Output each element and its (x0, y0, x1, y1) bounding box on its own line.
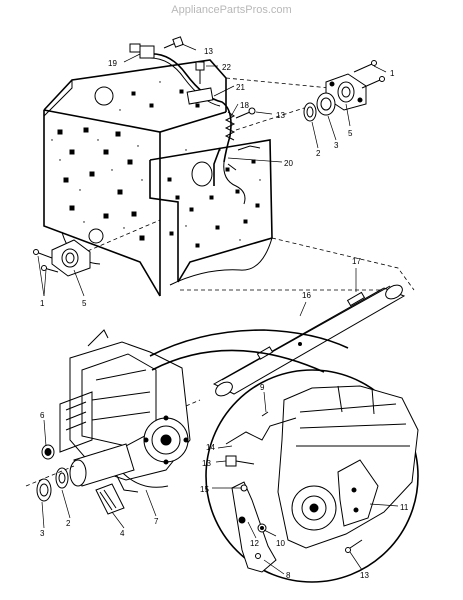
bolt-22 (195, 61, 205, 84)
callout-9: 9 (260, 383, 265, 392)
assembly-guides-lower (25, 399, 201, 487)
callout-3-top: 3 (334, 141, 339, 150)
output-shaft-stub (69, 443, 135, 487)
bearing-3-top (316, 92, 336, 116)
callout-7: 7 (154, 517, 159, 526)
assembly-guides-upper (61, 77, 415, 291)
callout-10: 10 (276, 539, 285, 548)
bearing-flange-top (325, 73, 367, 111)
callout-20: 20 (284, 159, 293, 168)
hex-shaft (212, 284, 406, 397)
bolt-13-detail-bottom (345, 539, 363, 553)
bearing-flange-left (51, 239, 91, 277)
bolt-13-mid (235, 107, 256, 119)
callout-2-bottom: 2 (66, 519, 71, 528)
washer-2-top (303, 102, 317, 122)
washer-12 (238, 516, 246, 524)
callout-15: 15 (200, 485, 209, 494)
callout-1-left: 1 (40, 299, 45, 308)
washer-2-bottom (55, 467, 69, 489)
callout-21: 21 (236, 83, 245, 92)
bolt-1-left (33, 249, 59, 273)
callout-12: 12 (250, 539, 259, 548)
housing-speckles (51, 81, 261, 241)
callout-13-detail-left: 13 (202, 459, 211, 468)
callout-18: 18 (240, 101, 249, 110)
gear-teeth (143, 415, 189, 465)
detail-magnifier (151, 349, 419, 583)
hub-6 (41, 444, 55, 460)
callout-2-top: 2 (316, 149, 321, 158)
cable-assembly (129, 43, 261, 205)
callout-11: 11 (400, 503, 409, 512)
bolt-13-top (163, 36, 184, 49)
watermark-text: AppliancePartsPros.com (171, 4, 292, 16)
callout-22: 22 (222, 63, 231, 72)
housing-holes (57, 89, 260, 248)
callout-19: 19 (108, 59, 117, 68)
callout-5-top: 5 (348, 129, 353, 138)
leader-lines (37, 43, 399, 575)
callout-5-left: 5 (82, 299, 87, 308)
callout-14: 14 (206, 443, 215, 452)
callout-1-top: 1 (390, 69, 395, 78)
callout-16: 16 (302, 291, 311, 300)
callout-labels: 13 19 22 21 18 13 20 1 5 3 2 1 5 17 16 6… (40, 47, 409, 580)
bearing-3-bottom (36, 478, 52, 502)
callout-6: 6 (40, 411, 45, 420)
bolt-13-detail-left (225, 455, 255, 467)
callout-3-bottom: 3 (40, 529, 45, 538)
callout-8: 8 (286, 571, 291, 580)
callout-17: 17 (352, 257, 361, 266)
callout-13-top: 13 (204, 47, 213, 56)
callout-4: 4 (120, 529, 125, 538)
transmission-assembly (59, 329, 349, 493)
bolt-1-top (353, 60, 385, 89)
spring (224, 111, 236, 141)
bolt-4 (95, 483, 125, 515)
callout-13-mid: 13 (276, 111, 285, 120)
callout-13-detail-bottom: 13 (360, 571, 369, 580)
nut-10 (257, 523, 267, 533)
